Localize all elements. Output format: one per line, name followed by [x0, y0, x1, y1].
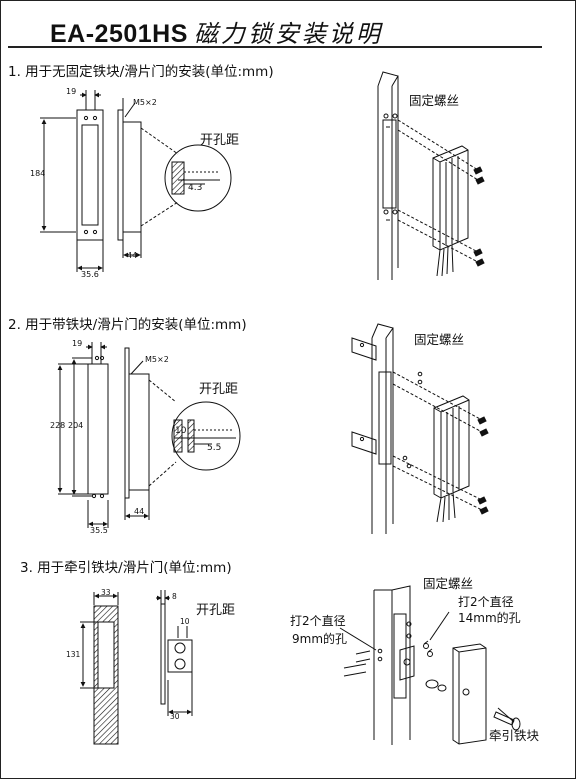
section1-perspective [377, 71, 485, 280]
s2-dim-a: 19 [72, 339, 83, 348]
s3-dim-bracket: 30 [170, 712, 180, 721]
s1-dim-width: 35.6 [81, 270, 99, 279]
s2-hole-dim: 5.5 [207, 443, 222, 453]
s2-dim-height-outer: 228 [50, 421, 66, 430]
section2-hole-detail [148, 379, 241, 487]
section2-side-view [124, 347, 150, 520]
s3-dim-thickness: 8 [172, 592, 177, 601]
section2-front-view [57, 342, 109, 528]
s2-gap-dim: 10 [175, 426, 187, 436]
section3-perspective [339, 585, 521, 745]
armature-label: 牵引铁块 [489, 728, 540, 743]
section1-heading: 1. 用于无固定铁块/滑片门的安装(单位:mm) [8, 64, 274, 80]
s1-dim-a: 19 [66, 87, 77, 96]
section1-side-view [117, 98, 142, 258]
title-underline [8, 46, 542, 48]
s2-dim-height-inner: 204 [68, 421, 84, 430]
s1-dim-height: 184 [30, 169, 46, 178]
s2-screw-spec: M5×2 [145, 355, 169, 364]
s1-hole-label: 开孔距 [200, 133, 240, 148]
section2-perspective [351, 323, 489, 534]
s3-callout-14mm-line1: 打2个直径 [458, 595, 514, 609]
s3-callout-9mm: 打2个直径 9mm的孔 [290, 612, 347, 648]
s3-callout-9mm-line1: 打2个直径 [290, 614, 346, 628]
s3-dim-hole: 10 [180, 617, 190, 626]
s2-dim-width: 35.5 [90, 526, 108, 535]
section3-front-view [80, 592, 119, 745]
model-name: EA-2501HS [50, 20, 188, 48]
s3-dim-width: 33 [101, 588, 111, 597]
section1-front-view [40, 90, 104, 272]
s3-dim-height: 131 [66, 650, 81, 659]
s1-dim-depth: 44 [127, 251, 138, 260]
s3-screw-label: 固定螺丝 [423, 576, 474, 591]
s3-callout-14mm-line2: 14mm的孔 [458, 611, 521, 625]
section1-hole-detail [140, 127, 232, 227]
s2-screw-label: 固定螺丝 [414, 332, 465, 347]
s1-hole-dim: 4.3 [188, 183, 203, 193]
s3-callout-14mm: 打2个直径 14mm的孔 [458, 594, 521, 626]
section3-side-view [156, 590, 193, 716]
section2-heading: 2. 用于带铁块/滑片门的安装(单位:mm) [8, 317, 247, 333]
s2-hole-label: 开孔距 [199, 382, 239, 397]
s2-dim-depth: 44 [134, 507, 145, 516]
section3-heading: 3. 用于牵引铁块/滑片门(单位:mm) [20, 560, 232, 576]
s1-screw-label: 固定螺丝 [409, 93, 460, 108]
title-cn: 磁力锁安装说明 [193, 20, 383, 48]
s1-screw-spec: M5×2 [133, 98, 157, 107]
s3-callout-9mm-line2: 9mm的孔 [292, 632, 348, 646]
s3-hole-label: 开孔距 [196, 603, 236, 618]
